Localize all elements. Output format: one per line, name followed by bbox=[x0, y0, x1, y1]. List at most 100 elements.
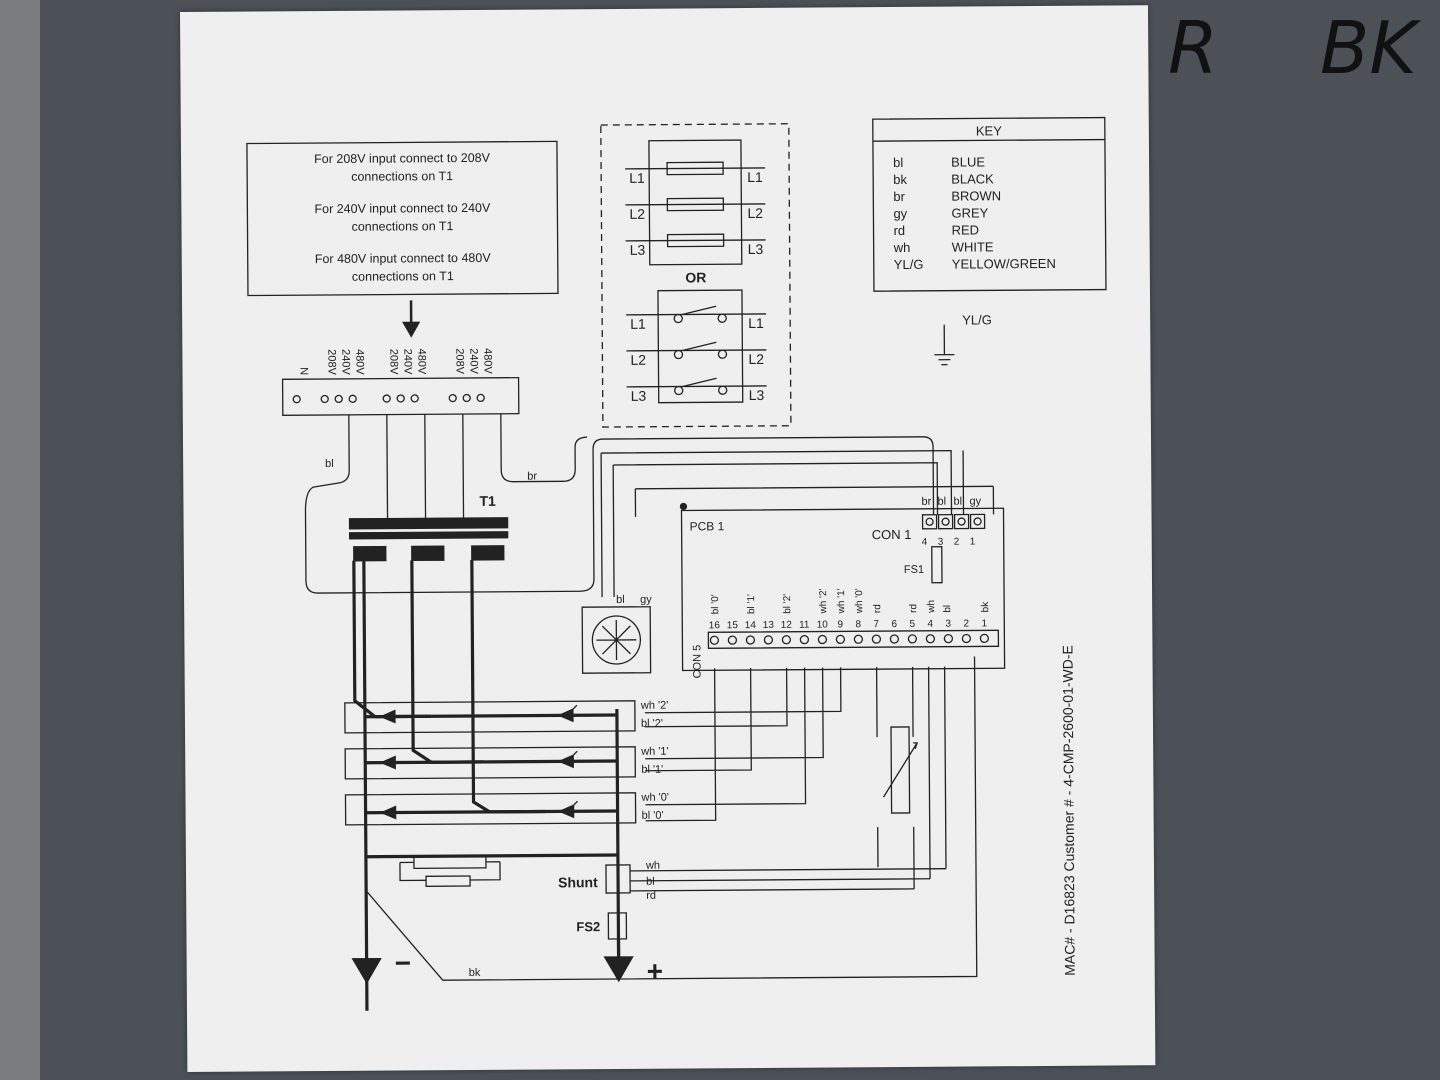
con5-pin-hole bbox=[745, 635, 756, 645]
terminal-label: 480V bbox=[481, 348, 493, 374]
key-code: bk bbox=[893, 172, 907, 187]
fuse-wire bbox=[625, 239, 766, 242]
fuse-icon bbox=[666, 161, 724, 176]
breaker-switch-icon bbox=[673, 305, 727, 324]
key-code: YL/G bbox=[894, 257, 924, 272]
terminal-hole bbox=[462, 393, 471, 403]
terminal-label: 480V bbox=[415, 349, 427, 375]
line-label: L2 bbox=[747, 205, 763, 221]
terminal-hole bbox=[348, 394, 357, 403]
wire-label: bl bbox=[646, 876, 655, 888]
breaker-switch-icon bbox=[673, 341, 728, 360]
con1-pin-hole bbox=[973, 517, 982, 526]
input-wiring: bl br bbox=[304, 413, 995, 598]
con5-pin-number: 10 bbox=[817, 619, 829, 630]
line-label: L2 bbox=[630, 352, 646, 368]
scr-wire-label: wh '0' bbox=[640, 792, 669, 804]
diode-icon bbox=[379, 709, 396, 724]
negative-terminal-icon bbox=[351, 957, 382, 985]
note-line: connections on T1 bbox=[351, 169, 453, 184]
fuse-icon bbox=[666, 233, 725, 248]
con5-pin-hole bbox=[727, 635, 738, 645]
fuse-wire bbox=[625, 167, 766, 170]
scr-wire-label: bl '0' bbox=[642, 810, 664, 822]
wire-label: gy bbox=[640, 594, 652, 606]
rectifier-bank: wh '2'bl '2'wh '1'bl '1'wh '0'bl '0' bbox=[344, 700, 669, 826]
con5-wire-label: wh bbox=[926, 600, 937, 614]
note-line: For 240V input connect to 240V bbox=[314, 201, 491, 216]
scr-icon bbox=[557, 750, 578, 769]
con1-pin-hole bbox=[957, 517, 966, 526]
terminal-label: 208V bbox=[387, 349, 399, 375]
con5-pin-hole bbox=[979, 633, 990, 644]
breaker-switch-icon bbox=[674, 377, 728, 396]
line-label: L1 bbox=[748, 315, 764, 331]
con1-wire-label: bl bbox=[953, 496, 962, 508]
line-label: L2 bbox=[629, 206, 645, 222]
con5-strip bbox=[707, 629, 1000, 649]
terminal-hole bbox=[410, 394, 419, 403]
wire-label: bl bbox=[325, 458, 334, 470]
key-code: bl bbox=[893, 155, 903, 170]
con5-pin-number: 9 bbox=[837, 619, 843, 630]
fuse-wire bbox=[625, 203, 766, 206]
ground-label: YL/G bbox=[962, 312, 992, 327]
control-wiring bbox=[644, 666, 947, 889]
con5-wire-label: bl '1' bbox=[746, 594, 757, 614]
terminal-label: 208V bbox=[453, 348, 465, 374]
minus-sign: − bbox=[395, 947, 412, 978]
breaker-wire bbox=[626, 313, 767, 316]
scr-icon bbox=[557, 704, 578, 723]
terminal-hole bbox=[292, 395, 301, 404]
key-color-name: BLACK bbox=[951, 171, 994, 186]
terminal-label: N bbox=[297, 367, 309, 375]
terminal-hole bbox=[320, 394, 329, 404]
scr-wire-label: wh '1' bbox=[640, 746, 669, 758]
con5-pin-number: 7 bbox=[873, 619, 879, 630]
key-title: KEY bbox=[976, 123, 1002, 138]
con1-pin-number: 1 bbox=[970, 536, 976, 547]
positive-terminal-icon bbox=[603, 956, 634, 983]
line-label: L1 bbox=[630, 316, 646, 332]
con5-pin-hole bbox=[961, 633, 972, 644]
ground-symbol: YL/G bbox=[934, 312, 992, 366]
con5-wire-label: bl '0' bbox=[710, 594, 721, 614]
con1-pin-number: 4 bbox=[922, 537, 928, 548]
transformer-label: T1 bbox=[479, 493, 496, 509]
line-label: L3 bbox=[748, 241, 764, 257]
terminal-label: 240V bbox=[401, 349, 413, 375]
con5-pin-hole bbox=[871, 634, 882, 644]
key-color-name: WHITE bbox=[952, 239, 994, 254]
terminal-hole bbox=[382, 394, 391, 403]
key-color-name: GREY bbox=[951, 205, 988, 220]
con1-pin-number: 3 bbox=[938, 537, 944, 548]
con5-pin-hole bbox=[853, 634, 864, 644]
panel-edge bbox=[0, 0, 40, 1080]
con1-wire-label: gy bbox=[969, 495, 981, 507]
con5-pin-hole bbox=[907, 634, 918, 644]
con5-wire-label: bl '2' bbox=[782, 594, 793, 614]
fs2-label: FS2 bbox=[576, 919, 600, 934]
con1-pin-hole bbox=[925, 517, 934, 526]
con5-pin-hole bbox=[799, 635, 810, 645]
con5-pin-number: 14 bbox=[745, 620, 757, 631]
key-color-name: BLUE bbox=[951, 154, 985, 169]
fuse-icon bbox=[666, 197, 725, 212]
con5-pin-number: 8 bbox=[855, 619, 861, 630]
terminal-label: 480V bbox=[353, 349, 365, 375]
scr-wire-label: wh '2' bbox=[640, 700, 669, 712]
con1-pin bbox=[953, 513, 970, 530]
terminal-hole bbox=[448, 393, 457, 403]
key-code: rd bbox=[893, 223, 905, 238]
diode-icon bbox=[379, 805, 397, 820]
line-label: L2 bbox=[748, 351, 764, 367]
wire-label: rd bbox=[646, 890, 656, 902]
key-color-name: RED bbox=[951, 222, 979, 237]
arrow-down-icon bbox=[402, 321, 421, 338]
con1-pin bbox=[969, 513, 986, 530]
con5-wire-label: wh '0' bbox=[854, 588, 865, 614]
con5-pin-number: 1 bbox=[981, 618, 987, 629]
